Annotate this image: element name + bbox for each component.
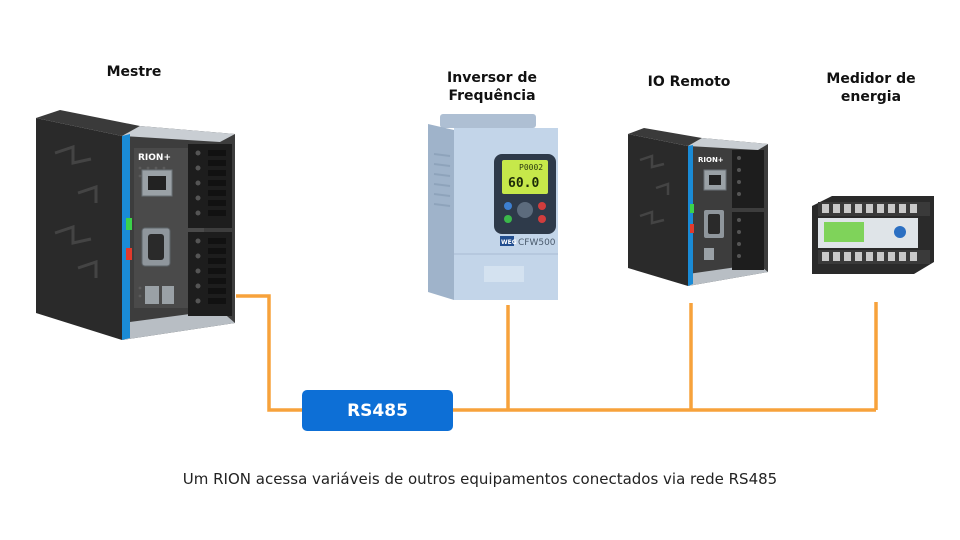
label-meter-line1: Medidor de <box>826 71 916 87</box>
label-master: Mestre <box>106 64 162 80</box>
label-energy-meter: Medidor de energia <box>811 70 931 106</box>
inverter-display-top: P0002 <box>519 163 543 172</box>
rion-logo: RION+ <box>138 153 171 163</box>
wire-master <box>236 294 302 412</box>
energy-meter-device <box>812 196 934 274</box>
rs485-bus-badge: RS485 <box>302 390 453 431</box>
label-inverter-line2: Frequência <box>448 88 536 104</box>
inverter-display-main: 60.0 <box>508 176 539 191</box>
master-rion-device: RION+ <box>36 110 235 340</box>
inverter-logo: WEG <box>501 239 517 246</box>
label-remote-io: IO Remoto <box>647 74 731 90</box>
inverter-brand: CFW500 <box>518 238 556 248</box>
frequency-inverter-device: P0002 60.0 WEG CFW500 <box>428 114 558 300</box>
diagram-caption: Um RION acessa variáveis de outros equip… <box>182 470 778 488</box>
remote-io-logo: RION+ <box>698 156 724 164</box>
label-meter-line2: energia <box>840 89 902 105</box>
label-inverter-line1: Inversor de <box>447 70 537 86</box>
remote-io-device: RION+ <box>628 128 768 286</box>
label-inverter: Inversor de Frequência <box>432 69 552 105</box>
